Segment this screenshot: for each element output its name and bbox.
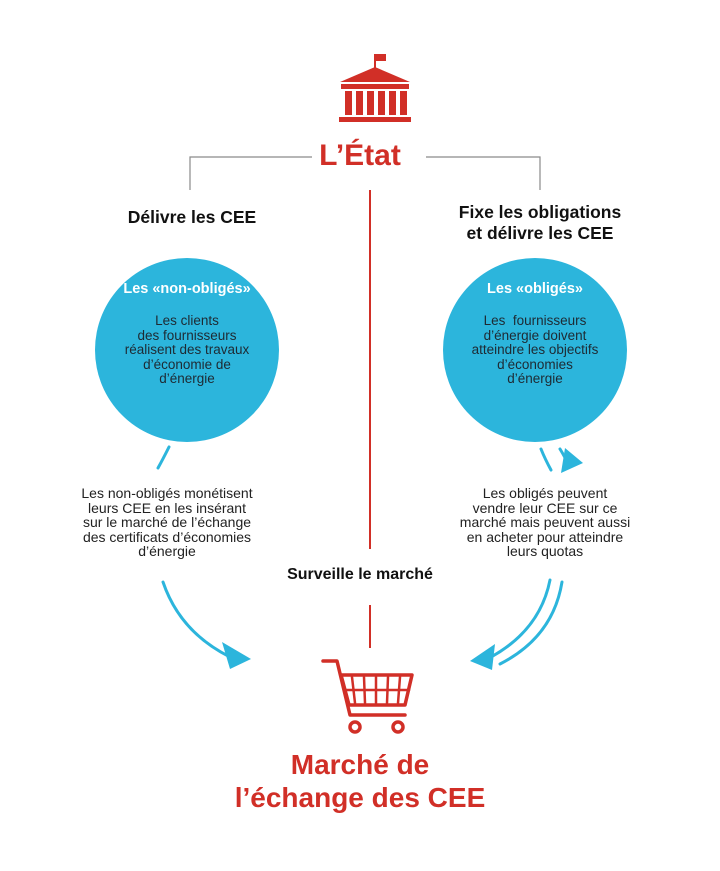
- obliges-circle: [443, 258, 627, 442]
- right-arrowhead-down: [470, 644, 495, 670]
- non-obliges-flow-text: Les non-obligés monétisent leurs CEE en …: [47, 486, 287, 559]
- right-arrowhead-up: [561, 448, 583, 473]
- flow-text-line: Les obligés peuvent: [482, 485, 608, 501]
- circle-text-line: des fournisseurs: [137, 327, 237, 343]
- circle-text-line: atteindre les objectifs: [471, 342, 599, 357]
- monitor-label: Surveille le marché: [287, 566, 433, 583]
- flow-text-line: des certificats d’économies: [82, 528, 252, 545]
- state-title: L’État: [319, 139, 401, 172]
- right-heading-line: Fixe les obligations: [458, 202, 622, 222]
- market-title-line: l’échange des CEE: [234, 782, 486, 813]
- connector-left: [189, 156, 312, 190]
- connector-right: [426, 156, 541, 190]
- circle-text-line: réalisent des travaux: [124, 342, 250, 357]
- right-heading: Fixe les obligations et délivre les CEE: [440, 202, 640, 244]
- circle-text-line: Les fournisseurs: [483, 313, 587, 328]
- non-obliges-title: Les «non-obligés»: [123, 281, 251, 297]
- left-arrowhead: [222, 642, 251, 669]
- obliges-title: Les «obligés»: [487, 281, 583, 297]
- flow-text-line: vendre leur CEE sur ce: [472, 499, 618, 516]
- government-building-icon: [339, 54, 411, 122]
- flow-text-line: en acheter pour atteindre: [466, 528, 624, 545]
- obliges-flow-text: Les obligés peuvent vendre leur CEE sur …: [425, 486, 665, 559]
- left-flow-arrow: [156, 445, 232, 659]
- obliges-text: Les fournisseurs d’énergie doivent attei…: [440, 313, 630, 387]
- market-title-line: Marché de: [290, 749, 430, 780]
- flow-text-line: leurs CEE en les insérant: [88, 499, 246, 516]
- flow-text-line: marché mais peuvent aussi: [459, 514, 631, 531]
- non-obliges-text: Les clients des fournisseurs réalisent d…: [92, 313, 282, 387]
- circle-text-line: d’économies: [497, 356, 573, 372]
- right-heading-line: et délivre les CEE: [466, 223, 614, 243]
- circle-text-line: d’énergie doivent: [483, 327, 587, 343]
- circle-text-line: d’économie de: [143, 356, 231, 372]
- left-heading: Délivre les CEE: [127, 207, 257, 227]
- circle-text-line: d’énergie: [159, 371, 215, 386]
- market-title: Marché de l’échange des CEE: [160, 748, 560, 814]
- flow-text-line: leurs quotas: [506, 543, 584, 560]
- flow-text-line: d’énergie: [138, 543, 196, 560]
- shopping-cart-icon: [321, 659, 414, 734]
- circle-text-line: Les clients: [155, 313, 219, 328]
- non-obliges-circle: [95, 258, 279, 442]
- flow-text-line: sur le marché de l’échange: [82, 514, 252, 531]
- circle-text-line: d’énergie: [507, 371, 563, 386]
- flow-text-line: Les non-obligés monétisent: [81, 485, 253, 501]
